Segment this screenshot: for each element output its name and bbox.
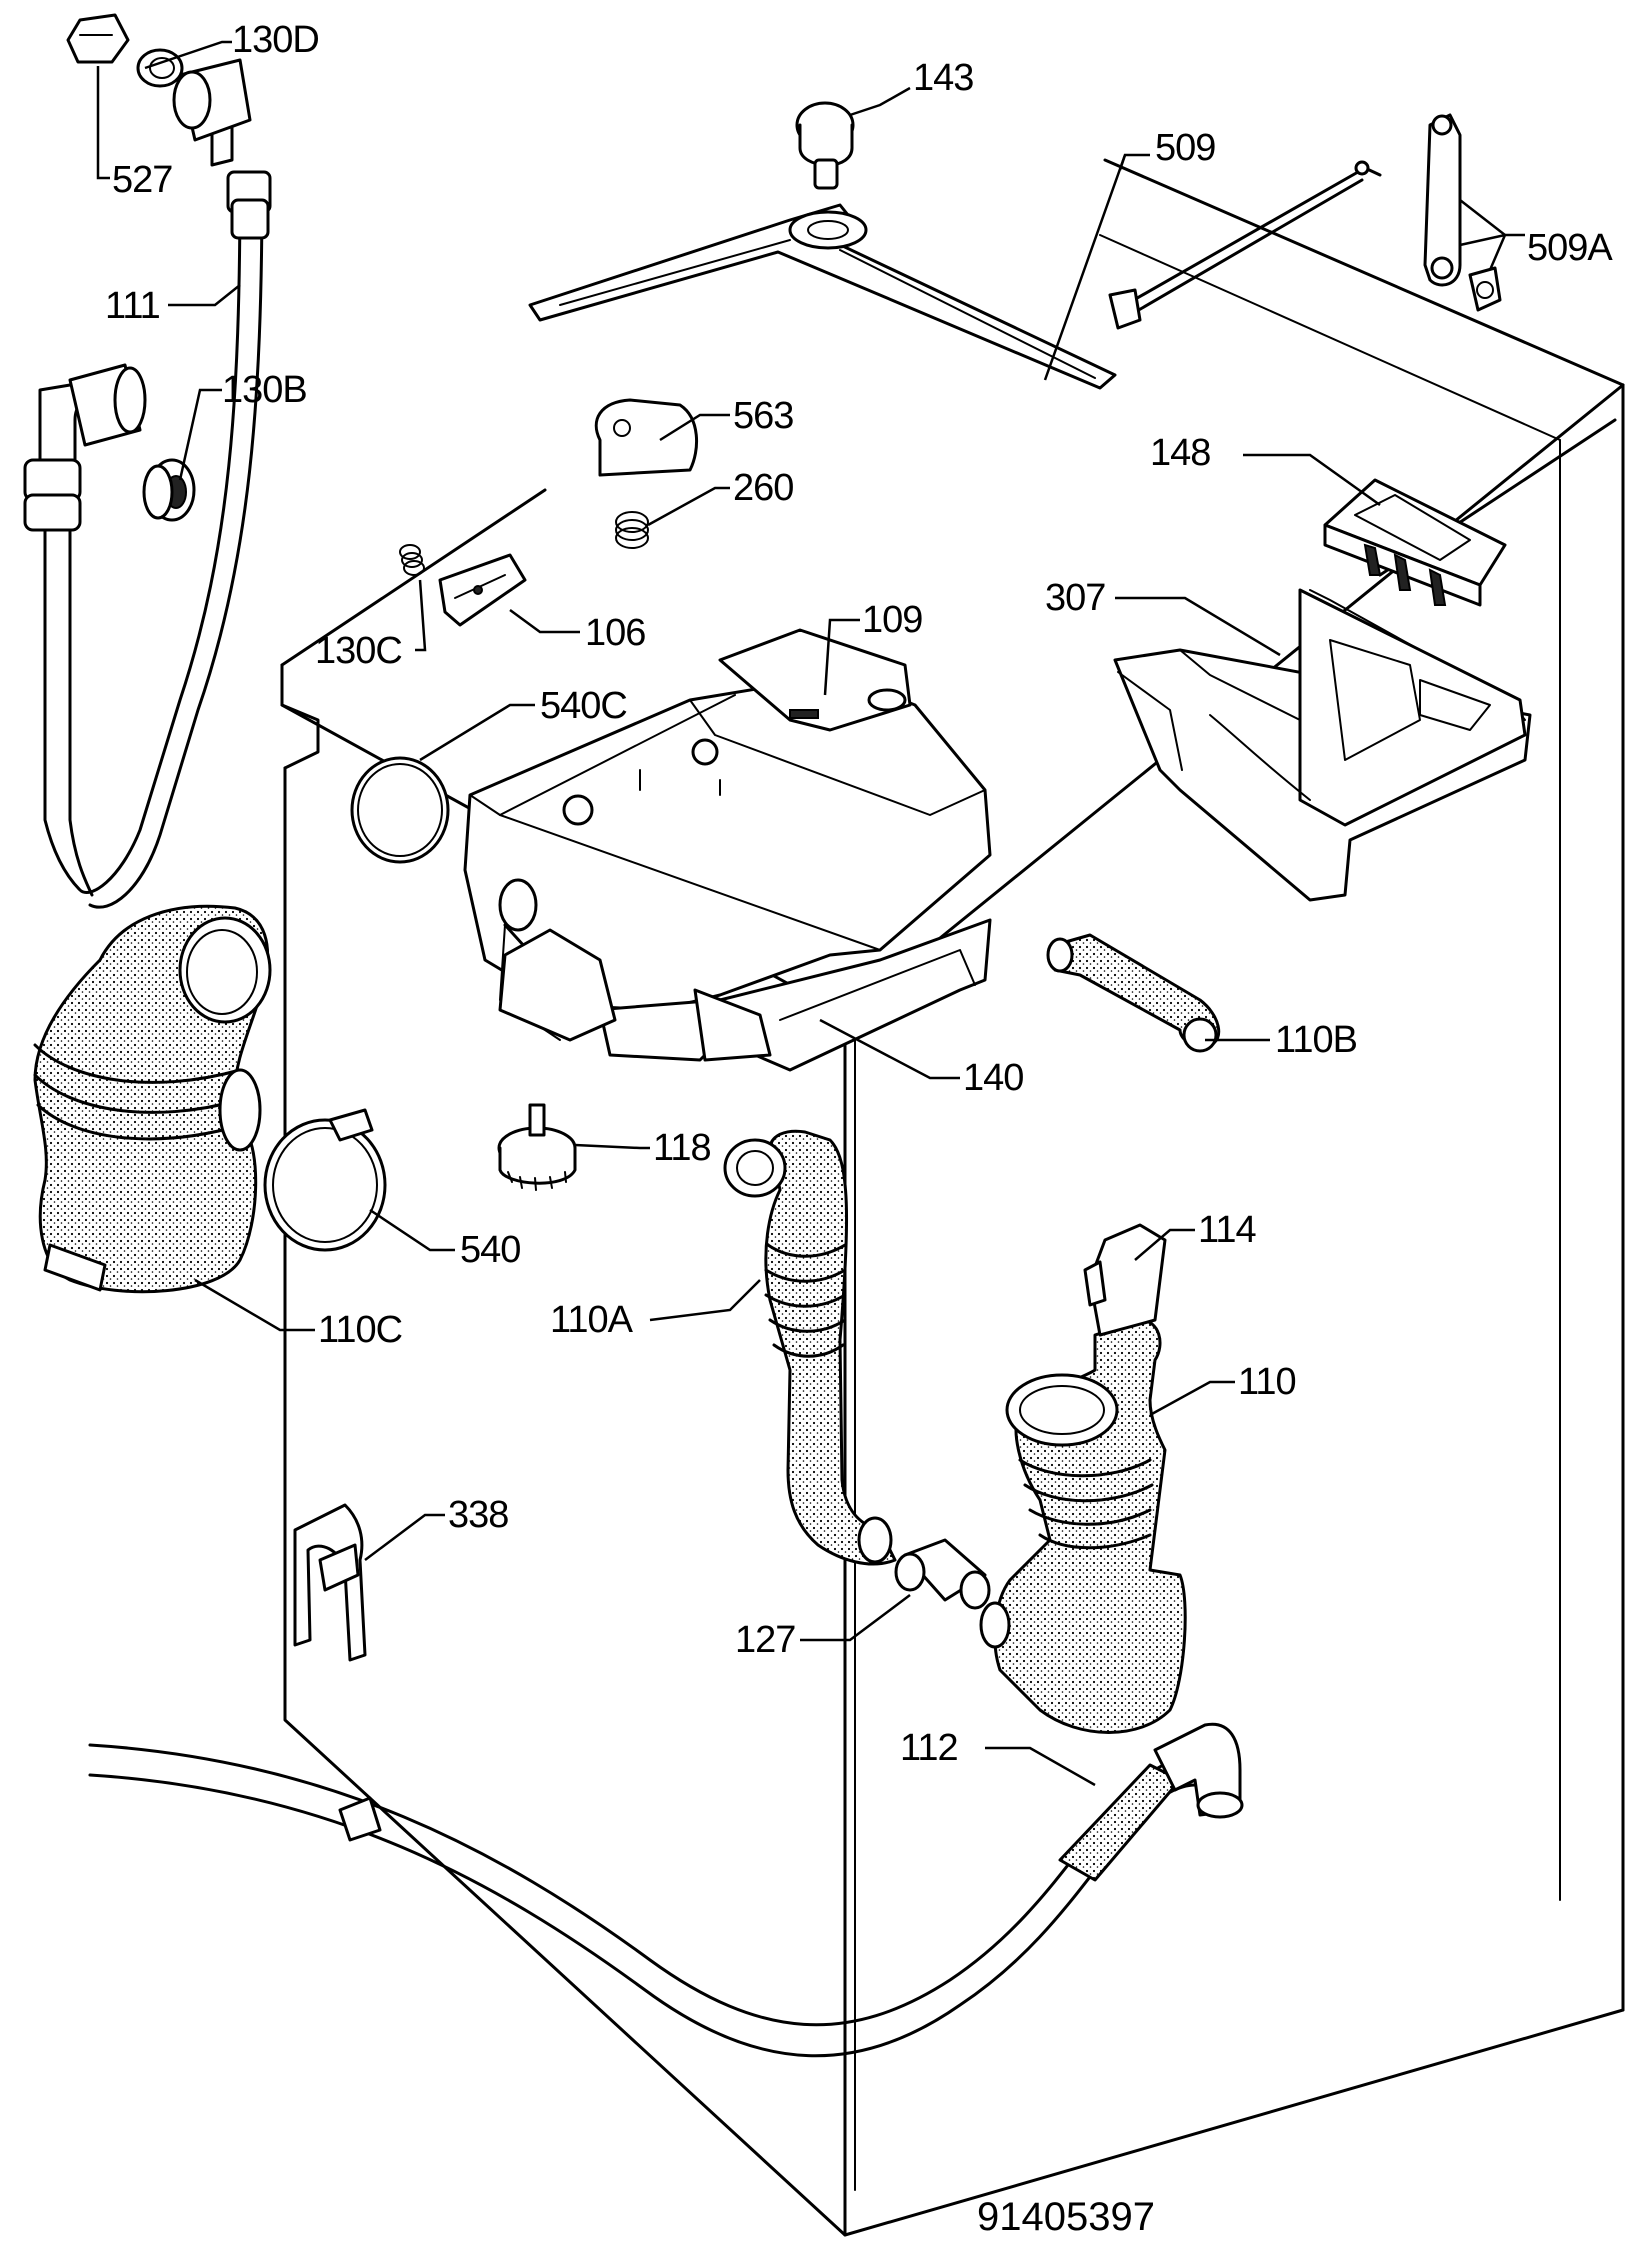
label-338: 338 — [448, 1494, 508, 1536]
spring-130c — [399, 544, 425, 576]
label-110b: 110B — [1275, 1019, 1357, 1061]
bellows-hose-110c — [33, 904, 272, 1294]
label-130d: 130D — [232, 19, 319, 61]
bracket-509a — [1423, 113, 1502, 312]
label-118: 118 — [653, 1127, 711, 1169]
label-143: 143 — [913, 57, 973, 99]
inlet-hose-111 — [23, 58, 272, 909]
lever-arm-509 — [528, 160, 1382, 390]
label-130c: 130C — [315, 630, 402, 672]
label-110a: 110A — [550, 1299, 634, 1341]
fan-118 — [497, 1103, 577, 1191]
handle-148 — [1323, 478, 1507, 607]
dispenser-tray-140 — [498, 878, 992, 1072]
label-563: 563 — [733, 395, 793, 437]
drain-hose-112 — [88, 1722, 1244, 2058]
cabinet-outline — [280, 158, 1625, 2237]
label-148: 148 — [1150, 432, 1210, 474]
clamp-ring-540c — [350, 756, 450, 864]
label-111: 111 — [105, 285, 160, 327]
label-527: 527 — [112, 159, 172, 201]
label-140: 140 — [963, 1057, 1023, 1099]
bellows-hose-110a — [723, 1129, 897, 1566]
clamp-ring-540 — [263, 1108, 387, 1252]
filter-130b — [142, 458, 196, 522]
label-112: 112 — [900, 1727, 958, 1769]
hose-110b — [1046, 933, 1221, 1053]
dispenser-housing-109 — [463, 628, 992, 1012]
sump-hose-110 — [979, 1223, 1187, 1734]
nut-527 — [66, 13, 130, 64]
label-307: 307 — [1045, 577, 1105, 619]
hose-clip-338 — [293, 1503, 367, 1662]
label-114: 114 — [1198, 1209, 1256, 1251]
label-127: 127 — [735, 1619, 795, 1661]
drawing-number: 91405397 — [977, 2195, 1155, 2239]
spring-260 — [615, 511, 649, 549]
label-540c: 540C — [540, 685, 627, 727]
label-106: 106 — [585, 612, 645, 654]
label-130b: 130B — [222, 369, 307, 411]
connector-127 — [894, 1538, 991, 1610]
leader-lines — [96, 40, 1525, 1787]
clip-106 — [438, 553, 527, 627]
label-110: 110 — [1238, 1361, 1296, 1403]
cam-563 — [594, 398, 699, 477]
label-260: 260 — [733, 467, 793, 509]
washer-130d — [136, 48, 184, 88]
label-110c: 110C — [318, 1309, 402, 1351]
label-509: 509 — [1155, 127, 1215, 169]
part-labels: 130D 527 111 130B 143 509 509A 563 260 1… — [105, 19, 1614, 2239]
knob-143 — [795, 101, 855, 190]
label-109: 109 — [862, 599, 922, 641]
label-540: 540 — [460, 1229, 520, 1271]
label-509a: 509A — [1527, 227, 1613, 269]
dispenser-drawer-307 — [1113, 588, 1532, 902]
